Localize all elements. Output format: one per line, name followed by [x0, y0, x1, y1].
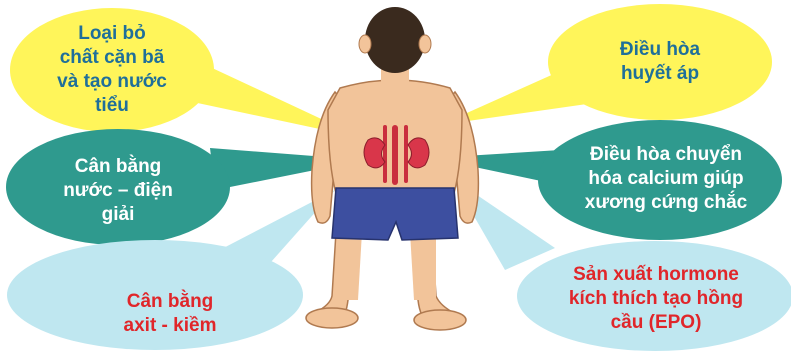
line: cầu (EPO)	[538, 311, 774, 335]
line: axit - kiềm	[80, 314, 260, 338]
shorts	[332, 188, 458, 240]
text-water-electrolyte: Cân bằng nước – điện giải	[28, 146, 208, 236]
text-calcium: Điều hòa chuyển hóa calcium giúp xương c…	[548, 136, 784, 222]
line: Loại bỏ	[22, 22, 202, 46]
right-foot	[414, 310, 466, 330]
line: và tạo nước	[22, 70, 202, 94]
text-acid-base: Cân bằng axit - kiềm	[80, 286, 260, 342]
left-kidney	[364, 138, 385, 168]
head	[365, 7, 425, 73]
line: Cân bằng	[80, 290, 260, 314]
line: Điều hòa	[570, 38, 750, 62]
line: kích thích tạo hồng	[538, 287, 774, 311]
left-ureter	[383, 125, 387, 183]
line: Điều hòa chuyển	[548, 143, 784, 167]
text-epo: Sản xuất hormone kích thích tạo hồng cầu…	[538, 258, 774, 340]
line: xương cứng chắc	[548, 191, 784, 215]
line: chất cặn bã	[22, 46, 202, 70]
line: hóa calcium giúp	[548, 167, 784, 191]
left-foot	[306, 308, 358, 328]
line: huyết áp	[570, 62, 750, 86]
spine-line	[392, 125, 398, 185]
line: giải	[28, 203, 208, 227]
line: Sản xuất hormone	[538, 263, 774, 287]
text-blood-pressure: Điều hòa huyết áp	[570, 22, 750, 102]
line: nước – điện	[28, 179, 208, 203]
right-ureter	[404, 125, 408, 183]
left-ear	[359, 35, 371, 53]
child-illustration	[306, 7, 478, 330]
right-kidney	[408, 138, 429, 168]
line: Cân bằng	[28, 155, 208, 179]
right-ear	[419, 35, 431, 53]
left-leg-fill	[336, 232, 362, 300]
line: tiểu	[22, 94, 202, 118]
text-waste-removal: Loại bỏ chất cặn bã và tạo nước tiểu	[22, 12, 202, 128]
right-leg-fill	[410, 232, 436, 300]
